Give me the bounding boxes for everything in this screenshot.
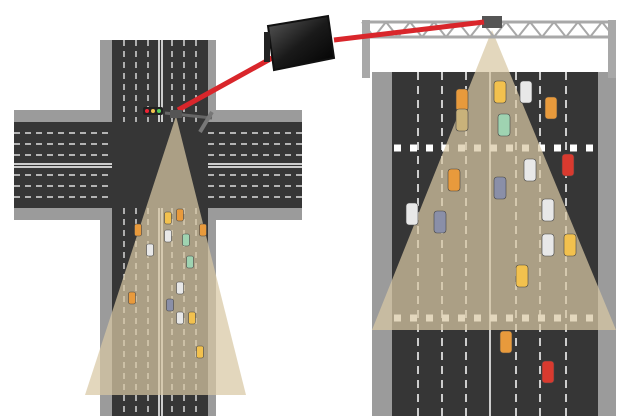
car xyxy=(134,223,142,237)
traffic-light-icon xyxy=(143,107,163,115)
link-line-right xyxy=(333,19,485,43)
car xyxy=(186,255,194,269)
car xyxy=(176,311,184,325)
vehicles xyxy=(128,80,577,384)
edge-device-icon xyxy=(264,14,336,72)
car xyxy=(515,264,529,288)
car xyxy=(561,153,575,177)
intersection-camera-icon xyxy=(170,110,182,118)
car xyxy=(544,96,558,120)
camera-field-of-view-left xyxy=(85,116,246,395)
link-line-left xyxy=(176,55,274,113)
car xyxy=(199,223,207,237)
car xyxy=(146,243,154,257)
car xyxy=(541,198,555,222)
car xyxy=(519,80,533,104)
car xyxy=(176,281,184,295)
car xyxy=(493,176,507,200)
car xyxy=(188,311,196,325)
car xyxy=(447,168,461,192)
car xyxy=(541,233,555,257)
car xyxy=(166,298,174,312)
car xyxy=(128,291,136,305)
car xyxy=(405,202,419,226)
car xyxy=(541,360,555,384)
car xyxy=(493,80,507,104)
car xyxy=(182,233,190,247)
car xyxy=(433,210,447,234)
car xyxy=(196,345,204,359)
car xyxy=(164,229,172,243)
car xyxy=(523,158,537,182)
car xyxy=(499,330,513,354)
car xyxy=(164,211,172,225)
car xyxy=(176,208,184,222)
car xyxy=(563,233,577,257)
highway-camera-icon xyxy=(482,16,502,28)
signal-pole-arm xyxy=(198,110,214,134)
car xyxy=(497,113,511,137)
car xyxy=(455,108,469,132)
car xyxy=(455,88,469,112)
